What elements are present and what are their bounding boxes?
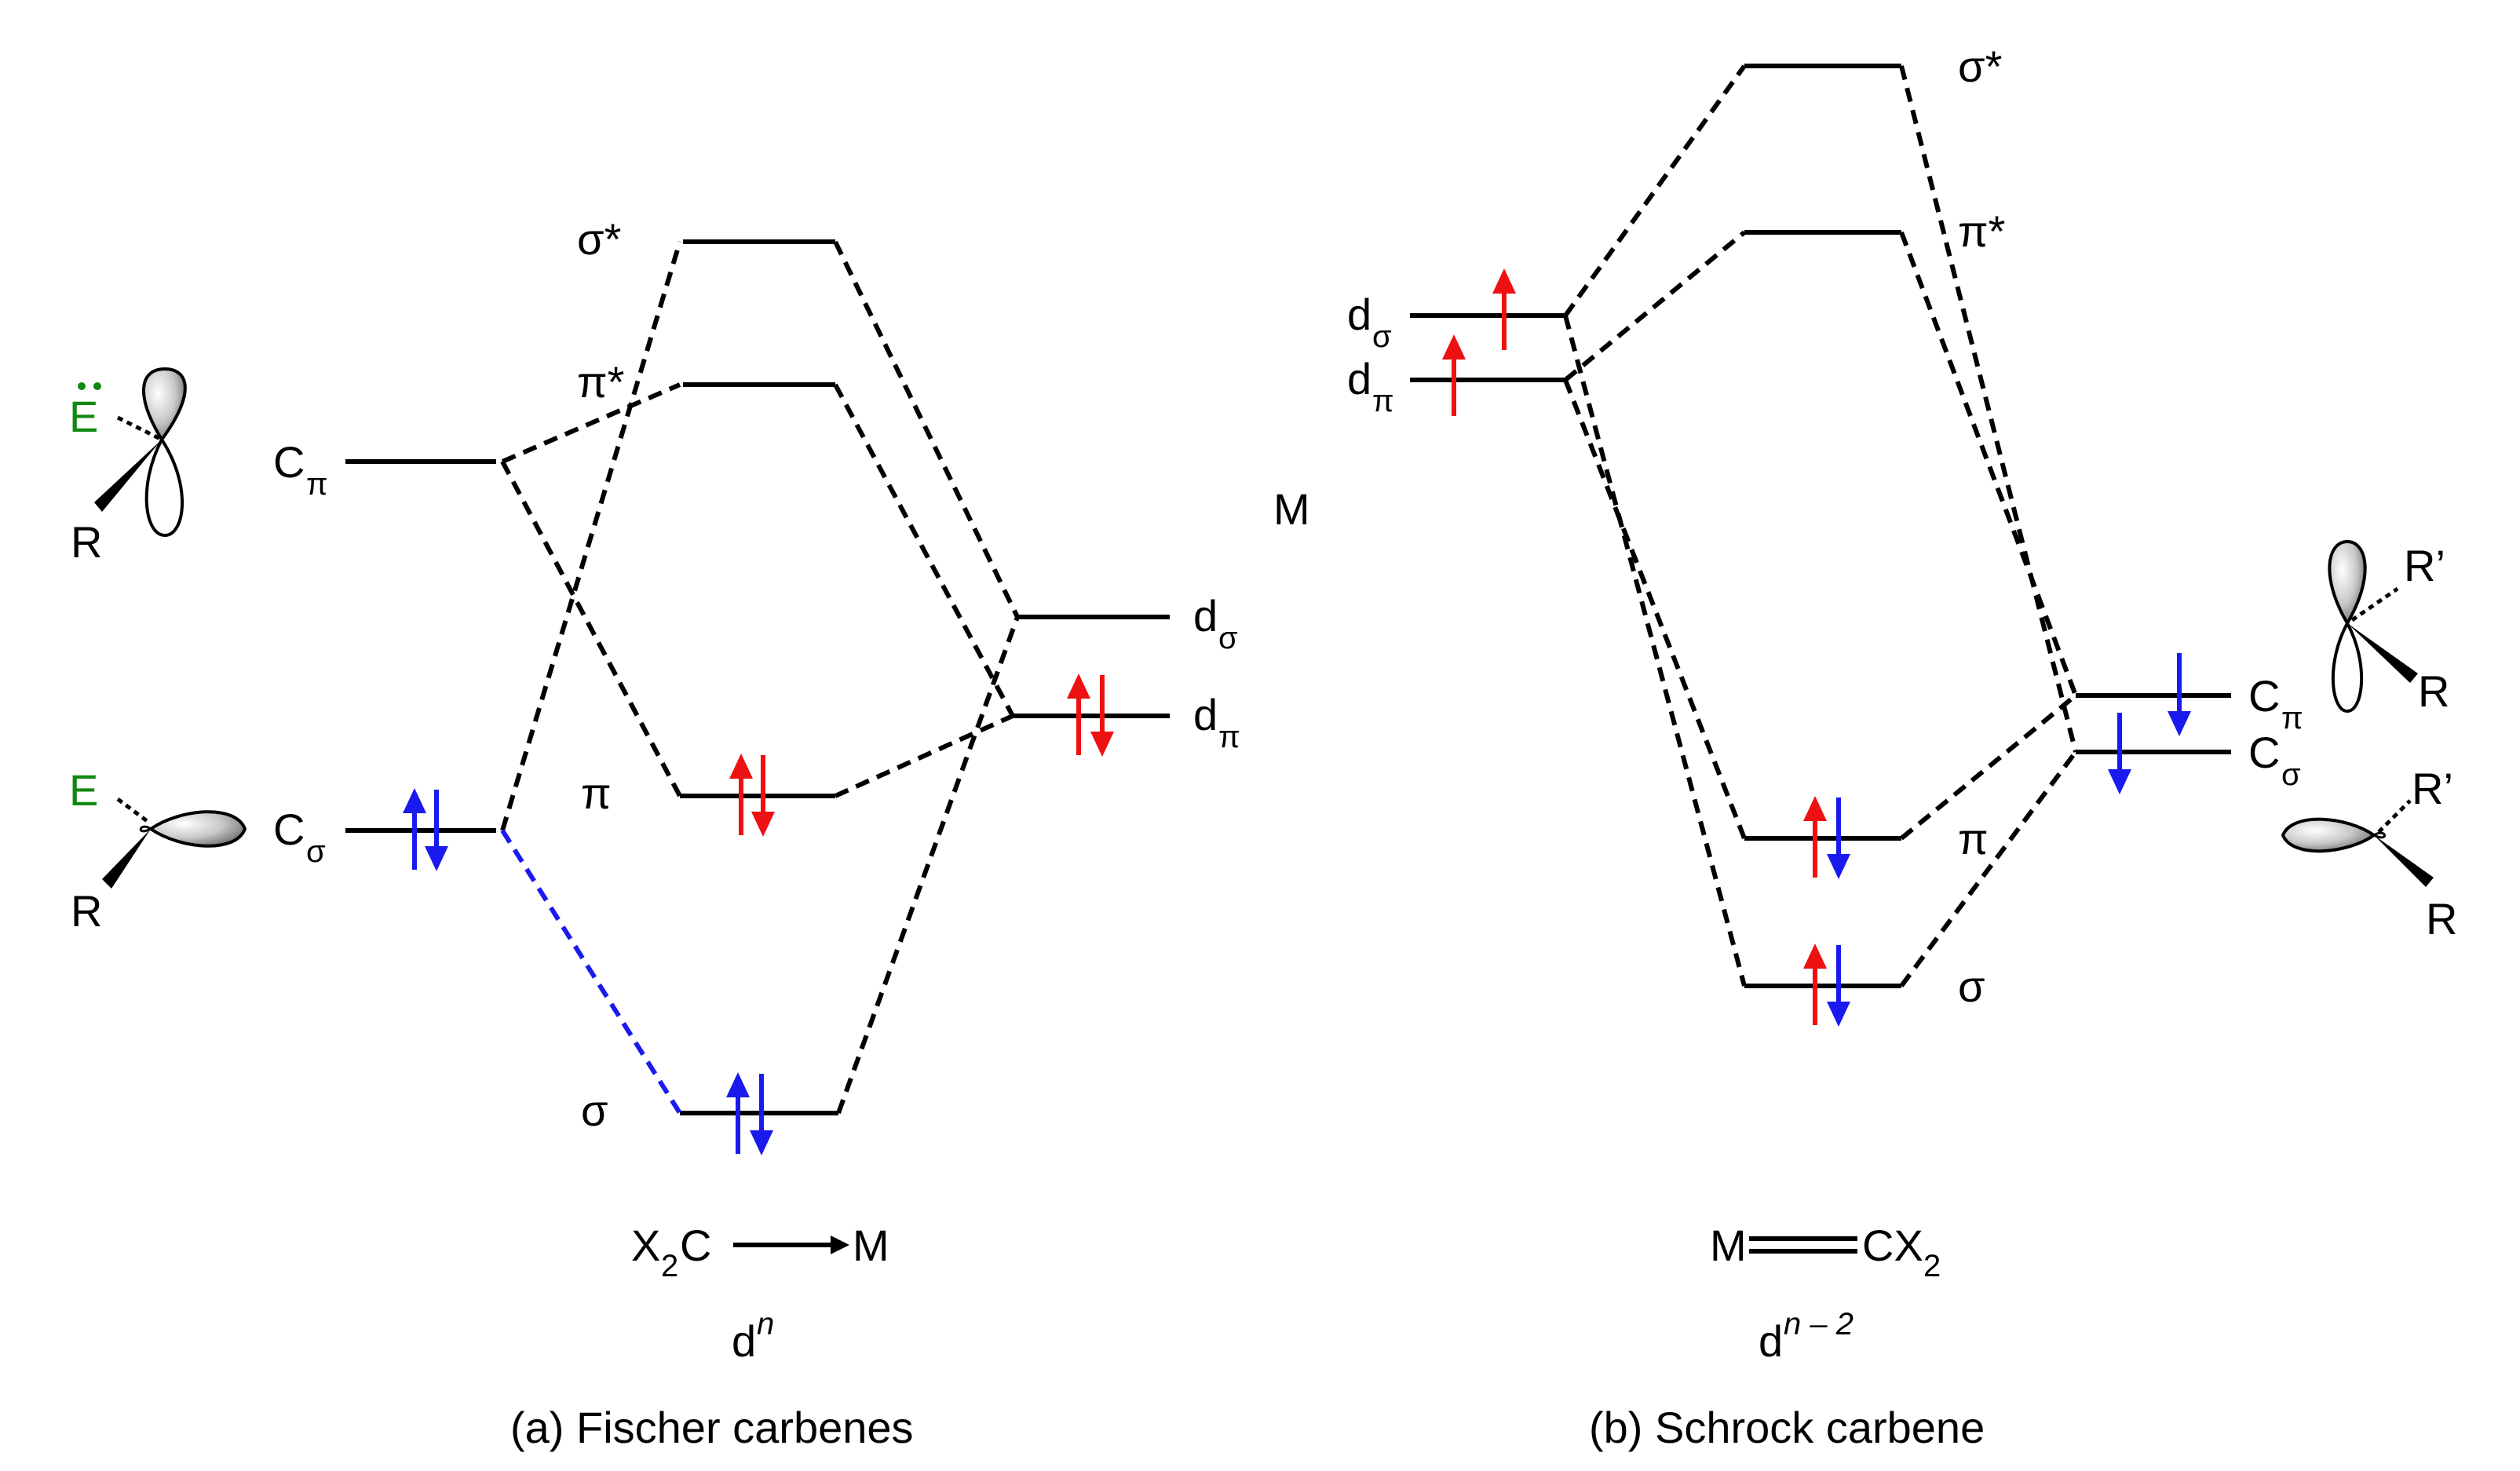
- b-electron-d-pi: [1442, 334, 1466, 416]
- panel-a-fischer: σ* π* π σ M C π C σ d σ d π E R: [69, 214, 1310, 1452]
- a-heteroatom-e-top: E: [69, 392, 98, 441]
- b-p-orbital-fragment: R’ R: [2328, 539, 2449, 716]
- svg-text:C: C: [680, 1221, 711, 1270]
- svg-text:M: M: [1710, 1221, 1747, 1270]
- b-electron-count: d n – 2: [1759, 1307, 1853, 1366]
- svg-text:n: n: [757, 1307, 774, 1341]
- svg-text:2: 2: [1923, 1249, 1941, 1283]
- a-d-sigma-label: d σ: [1193, 591, 1238, 655]
- b-d-sigma-label: d σ: [1347, 290, 1392, 354]
- a-sigma-label: σ: [581, 1086, 608, 1135]
- a-substituent-r-bottom: R: [71, 886, 102, 936]
- svg-text:M: M: [853, 1221, 889, 1270]
- b-d-pi-label: d π: [1347, 354, 1394, 418]
- a-sigma-star-label: σ*: [577, 214, 621, 264]
- svg-text:π: π: [1218, 720, 1240, 754]
- svg-text:d: d: [1193, 690, 1218, 739]
- b-caption: (b) Schrock carbene: [1589, 1403, 1985, 1452]
- a-metal-label: M: [1273, 484, 1310, 534]
- svg-text:CX: CX: [1862, 1221, 1923, 1270]
- a-c-sigma-label: C σ: [273, 805, 326, 869]
- svg-text:C: C: [273, 437, 305, 487]
- b-substituent-r-top: R: [2418, 666, 2449, 716]
- a-pi-label: π: [581, 768, 612, 818]
- svg-text:C: C: [273, 805, 305, 854]
- a-lone-pair-dot: [93, 382, 101, 390]
- a-orbital-lobe-bottom: [144, 436, 184, 538]
- svg-text:d: d: [732, 1316, 756, 1366]
- b-sp2-orbital-fragment: R’ R: [2281, 764, 2457, 944]
- svg-text:n – 2: n – 2: [1784, 1307, 1853, 1341]
- a-electron-pair-pi: [729, 754, 775, 837]
- a-equation: X 2 C M: [631, 1221, 889, 1283]
- a-d-pi-label: d π: [1193, 690, 1240, 754]
- a-electron-pair-d-pi: [1067, 673, 1114, 757]
- b-orbital-lobe-bottom: [2332, 619, 2363, 714]
- b-substituent-r-prime-top: R’: [2404, 541, 2445, 590]
- svg-text:d: d: [1347, 290, 1371, 339]
- svg-text:π: π: [306, 467, 328, 502]
- a-orbital-lobe-large: [148, 810, 247, 848]
- b-equation: M CX 2: [1710, 1221, 1941, 1283]
- svg-text:X: X: [631, 1221, 660, 1270]
- a-pi-star-label: π*: [577, 357, 624, 407]
- b-orbital-lobe-top: [2328, 539, 2367, 626]
- a-c-pi-label: C π: [273, 437, 328, 502]
- a-orbital-lobe-top: [142, 367, 187, 443]
- a-sp2-orbital-fragment: E R: [69, 765, 247, 936]
- svg-text:d: d: [1759, 1316, 1783, 1366]
- a-substituent-r-top: R: [71, 517, 102, 567]
- a-p-orbital-fragment: E R: [69, 367, 187, 567]
- b-substituent-r-prime-bottom: R’: [2412, 764, 2453, 813]
- b-substituent-r-bottom: R: [2426, 894, 2457, 944]
- b-electron-pair-sigma: [1803, 944, 1850, 1027]
- a-heteroatom-e-bottom: E: [69, 765, 98, 815]
- b-pi-star-label: π*: [1958, 206, 2005, 256]
- b-orbital-lobe-small: [2371, 831, 2386, 839]
- b-electron-c-sigma: [2108, 713, 2131, 794]
- a-electron-pair-c-sigma: [403, 788, 448, 871]
- a-lone-pair-dot: [78, 382, 86, 390]
- a-correlation-lines: [500, 240, 1020, 1115]
- a-c-sigma-to-sigma-line: [500, 829, 682, 1115]
- b-pi-label: π: [1958, 814, 1989, 863]
- b-correlation-lines: [1563, 64, 2078, 987]
- b-electron-pair-pi: [1803, 796, 1850, 879]
- b-c-sigma-label: C σ: [2248, 728, 2301, 792]
- b-sigma-star-label: σ*: [1958, 42, 2002, 91]
- b-electron-c-pi: [2168, 653, 2191, 736]
- svg-text:π: π: [1372, 384, 1394, 418]
- svg-text:σ: σ: [1372, 319, 1392, 354]
- b-c-pi-label: C π: [2248, 671, 2303, 736]
- svg-text:d: d: [1193, 591, 1218, 641]
- svg-text:σ: σ: [2281, 757, 2301, 792]
- svg-text:2: 2: [661, 1249, 678, 1283]
- b-electron-d-sigma: [1492, 268, 1516, 350]
- svg-text:C: C: [2248, 671, 2280, 721]
- b-orbital-lobe-large: [2281, 817, 2377, 853]
- panel-b-schrock: σ* π* π σ d σ d π C π C σ R’ R: [1347, 42, 2457, 1452]
- b-sigma-label: σ: [1958, 962, 1985, 1011]
- a-caption: (a) Fischer carbenes: [510, 1403, 914, 1452]
- a-orbital-lobe-small: [139, 825, 153, 833]
- a-electron-pair-sigma: [726, 1072, 773, 1155]
- svg-text:π: π: [2281, 701, 2303, 736]
- svg-text:d: d: [1347, 354, 1371, 403]
- svg-text:σ: σ: [1218, 621, 1238, 655]
- a-electron-count: d n: [732, 1307, 774, 1366]
- svg-text:C: C: [2248, 728, 2280, 777]
- svg-text:σ: σ: [306, 834, 326, 869]
